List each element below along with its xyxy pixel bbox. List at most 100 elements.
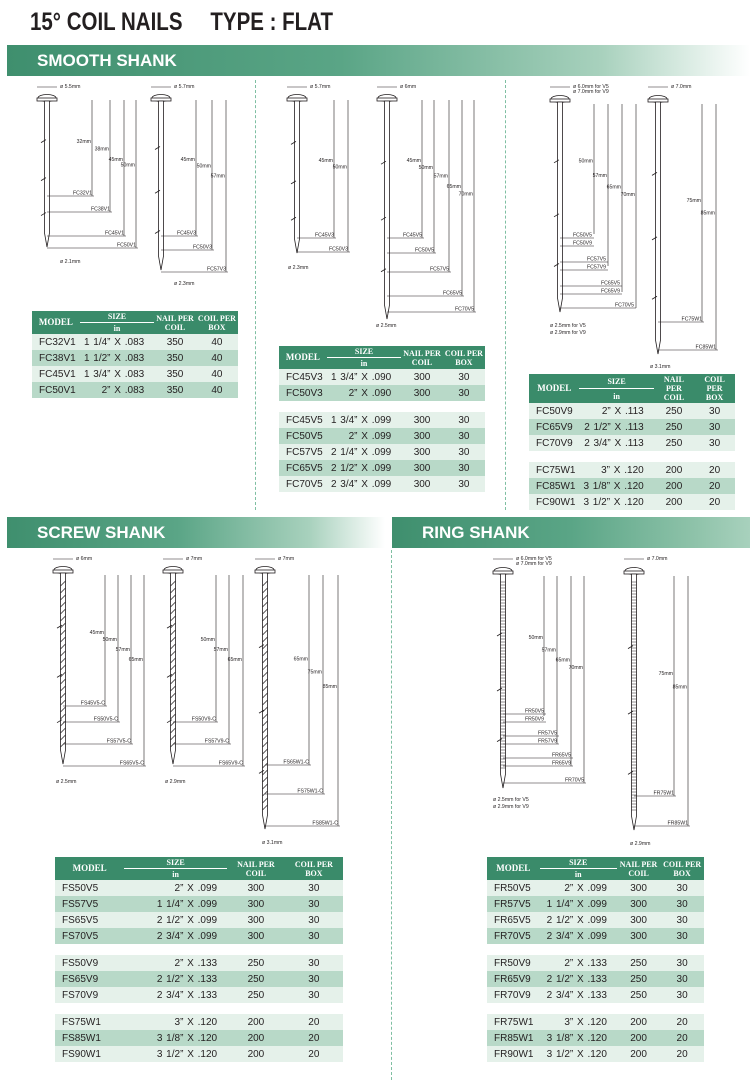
cell-model: FC50V5: [279, 428, 327, 444]
screw-nail-b-thread: [170, 678, 176, 685]
screw-nail-c-wire: [258, 644, 265, 648]
smooth1-len-b0-label: 45mm: [181, 157, 195, 163]
cell-size: 1 1/4” X .099: [539, 896, 617, 912]
screw-nail-b-thread: [170, 741, 176, 748]
cell-size: 2” X .090: [326, 385, 402, 401]
screw-nail-c-wire: [258, 770, 265, 774]
screw-len-b1-label: 57mm: [214, 647, 228, 653]
screw-nail-b-thread: [170, 594, 176, 601]
cell-nail-per-coil: 250: [616, 955, 661, 971]
cell-size: 2 1/2” X .099: [326, 460, 402, 476]
screw-nail-c-thread: [262, 678, 268, 685]
screw-nail-b-thread: [170, 587, 176, 594]
smooth1-diam-a-label: ø 5.5mm: [60, 84, 80, 90]
cell-size: 2 3/4” X .133: [539, 987, 617, 1003]
smooth3-model-a0-label: FC50V5: [573, 233, 592, 239]
cell-nail-per-coil: 350: [154, 350, 196, 366]
smooth2-nail-b-wire: [380, 216, 387, 221]
screw-nail-b-thread: [170, 650, 176, 657]
cell-nail-per-coil: 300: [227, 880, 285, 896]
smooth3-nail-b-head-rim: [647, 98, 669, 103]
screw-nail-a-thread: [60, 706, 66, 713]
screw-model-a2-label: FS57V5-C: [107, 739, 131, 745]
cell-nail-per-coil: 300: [401, 444, 443, 460]
screw-model-a1-label: FS50V5-C: [94, 717, 118, 723]
header-size-unit: in: [539, 868, 617, 880]
cell-size: 1 3/4” X .083: [79, 366, 155, 382]
screw-nail-a-thread: [60, 692, 66, 699]
ring-shank-a2: ø 2.9mm for V9: [493, 804, 529, 810]
smooth3-len-b0-label: 75mm: [687, 198, 701, 204]
smooth2-nail-b-wire: [380, 268, 387, 273]
ring-shank-a1: ø 2.5mm for V5: [493, 797, 529, 803]
cell-coil-per-box: 30: [660, 928, 704, 944]
cell-coil-per-box: 20: [660, 1014, 704, 1030]
cell-coil-per-box: 30: [442, 476, 485, 492]
cell-coil-per-box: 40: [195, 382, 238, 398]
screw-len-b2-label: 65mm: [228, 657, 242, 663]
screw-diam-a-label: ø 6mm: [76, 556, 92, 562]
screw-model-a3-label: FS65V5-C: [120, 761, 144, 767]
section-smooth-shank: SMOOTH SHANK: [7, 45, 750, 76]
smooth2-len-b1-label: 50mm: [419, 165, 433, 171]
smooth3-model-a2-label: FC57V5: [587, 257, 606, 263]
smooth2-shank-a: ø 2.3mm: [288, 265, 308, 271]
cell-model: FR57V5: [487, 896, 540, 912]
screw-nail-c-thread: [262, 587, 268, 594]
ring-diam-b-label: ø 7.0mm: [647, 556, 667, 562]
screw-nail-b-thread: [170, 692, 176, 699]
smooth3-model-b1-label: FC85W1: [696, 345, 717, 351]
cell-model: FC45V1: [32, 366, 80, 382]
cell-model: FR85W1: [487, 1030, 540, 1046]
smooth2-model-b1-label: FC50V5: [415, 248, 434, 254]
screw-nail-a-thread: [60, 685, 66, 692]
cell-model: FR70V9: [487, 987, 540, 1003]
cell-model: FR75W1: [487, 1014, 540, 1030]
cell-model: FR65V5: [487, 912, 540, 928]
header-size-unit: in: [124, 868, 228, 880]
screw-nail-c-thread: [262, 783, 268, 790]
cell-size: 2 1/2” X .113: [579, 419, 654, 435]
ring-model-b1-label: FR85W1: [668, 821, 689, 827]
smooth1-nail-a-wire: [40, 139, 47, 143]
smooth2-model-b2-label: FC57V5: [430, 267, 449, 273]
smooth1-model-a0-label: FC32V1: [73, 191, 92, 197]
screw-nail-c-thread: [262, 720, 268, 727]
cell-nail-per-coil: 300: [401, 476, 443, 492]
cell-size: 3 1/8” X .120: [539, 1030, 617, 1046]
smooth1-model-b0-label: FC45V3: [177, 231, 196, 237]
screw-nail-a-thread: [60, 580, 66, 587]
screw-nail-b-thread: [170, 622, 176, 629]
ring-model-a3-label: FR57V9: [538, 739, 557, 745]
smooth2-len-b3-label: 65mm: [447, 184, 461, 190]
smooth2-nail-a-wire: [290, 216, 297, 221]
smooth1-shank-b: ø 2.3mm: [174, 281, 194, 287]
smooth3-shank-a1: ø 2.5mm for V5: [550, 323, 586, 329]
cell-model: FC50V9: [529, 403, 580, 419]
smooth3-len-a3-label: 70mm: [621, 192, 635, 198]
screw-model-b0-label: FS50V9-C: [192, 717, 216, 723]
cell-nail-per-coil: 300: [616, 928, 661, 944]
cell-nail-per-coil: 300: [616, 880, 661, 896]
cell-model: FC65V9: [529, 419, 580, 435]
smooth1-model-a3-label: FC50V1: [117, 243, 136, 249]
cell-nail-per-coil: 250: [616, 971, 661, 987]
header-model: MODEL: [32, 311, 80, 334]
screw-model-b1-label: FS57V9-C: [205, 739, 229, 745]
